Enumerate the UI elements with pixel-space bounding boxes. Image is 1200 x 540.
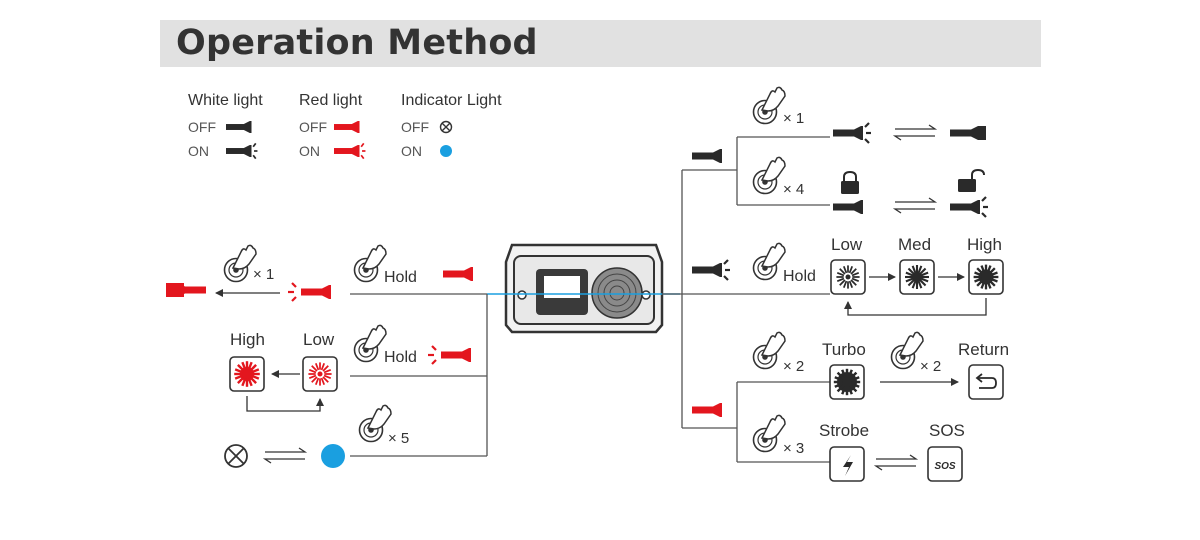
light-rays (428, 345, 437, 365)
arrow (844, 298, 987, 316)
times-4-label: × 4 (783, 181, 804, 198)
times-1-label: × 1 (253, 266, 274, 283)
sos-mode-box (927, 446, 963, 482)
strobe-label: Strobe (819, 421, 869, 440)
med-label: Med (898, 235, 931, 254)
times-1-label: × 1 (783, 110, 804, 127)
brightness-icon (835, 264, 861, 290)
indicator-on-icon (440, 145, 452, 157)
finger-press-icon (752, 414, 786, 453)
times-3-label: × 3 (783, 440, 804, 457)
flashlight-icon (441, 348, 471, 362)
hold-label: Hold (384, 349, 417, 366)
finger-press-icon (752, 242, 786, 281)
flashlight-icon (692, 259, 730, 281)
legend-indicator-on-label: ON (401, 143, 422, 159)
times-2-label: × 2 (920, 358, 941, 375)
flashlight-icon (692, 403, 722, 417)
finger-press-icon (890, 331, 924, 370)
device-illustration (504, 243, 664, 334)
hold-label: Hold (783, 268, 816, 285)
low-label: Low (831, 235, 863, 254)
return-mode-box (968, 364, 1004, 400)
indicator-off-icon (439, 120, 453, 134)
flashlight-icon (950, 196, 988, 218)
page-title: Operation Method (176, 23, 538, 63)
finger-press-icon (353, 324, 387, 363)
brightness-icon (903, 263, 931, 291)
high-label: High (230, 330, 265, 349)
return-icon (975, 373, 997, 389)
flashlight-icon (226, 142, 258, 160)
lock-icon (841, 170, 859, 194)
finger-press-icon (752, 331, 786, 370)
arrow (246, 396, 324, 412)
lightning-icon (843, 455, 853, 476)
brightness-icon (832, 367, 862, 397)
finger-press-icon (358, 404, 392, 443)
light-rays (288, 282, 297, 302)
toggle-arrows (262, 447, 308, 464)
unlock-icon (958, 168, 985, 192)
flashlight-icon (443, 267, 473, 281)
legend-white-light-label: White light (188, 92, 263, 109)
flashlight-icon (226, 121, 252, 133)
finger-press-icon (752, 86, 786, 125)
finger-press-icon (752, 156, 786, 195)
legend-indicator-off-label: OFF (401, 119, 429, 135)
legend-indicator-light-label: Indicator Light (401, 92, 502, 109)
flashlight-icon (833, 122, 871, 144)
header-bar (160, 20, 1041, 67)
sos-label: SOS (929, 421, 965, 440)
legend-red-on-label: ON (299, 143, 320, 159)
hold-label: Hold (384, 269, 417, 286)
brightness-icon (307, 361, 333, 387)
finger-press-icon (223, 244, 257, 283)
flashlight-icon (692, 149, 722, 163)
flashlight-icon (833, 200, 863, 214)
flashlight-icon (301, 285, 331, 299)
legend-red-off-label: OFF (299, 119, 327, 135)
brightness-icon (232, 360, 261, 388)
return-label: Return (958, 340, 1009, 359)
toggle-arrows (892, 197, 938, 214)
flashlight-icon (166, 283, 206, 297)
times-2-label: × 2 (783, 358, 804, 375)
flashlight-icon (334, 121, 360, 133)
toggle-arrows (873, 454, 919, 471)
times-5-label: × 5 (388, 430, 409, 447)
right-branch-lines (662, 136, 830, 463)
indicator-off-icon (224, 444, 248, 468)
toggle-arrows (892, 124, 938, 141)
flashlight-icon (950, 126, 986, 140)
finger-press-icon (353, 244, 387, 283)
turbo-label: Turbo (822, 340, 866, 359)
high-label: High (967, 235, 1002, 254)
sos-box-label: SOS (934, 461, 955, 472)
low-label: Low (303, 330, 335, 349)
brightness-icon (972, 263, 1000, 291)
legend-red-light-label: Red light (299, 92, 363, 109)
legend-white-on-label: ON (188, 143, 209, 159)
indicator-on-icon (321, 444, 345, 468)
legend-white-off-label: OFF (188, 119, 216, 135)
flashlight-icon (334, 142, 366, 160)
left-branch-lines (350, 293, 488, 457)
